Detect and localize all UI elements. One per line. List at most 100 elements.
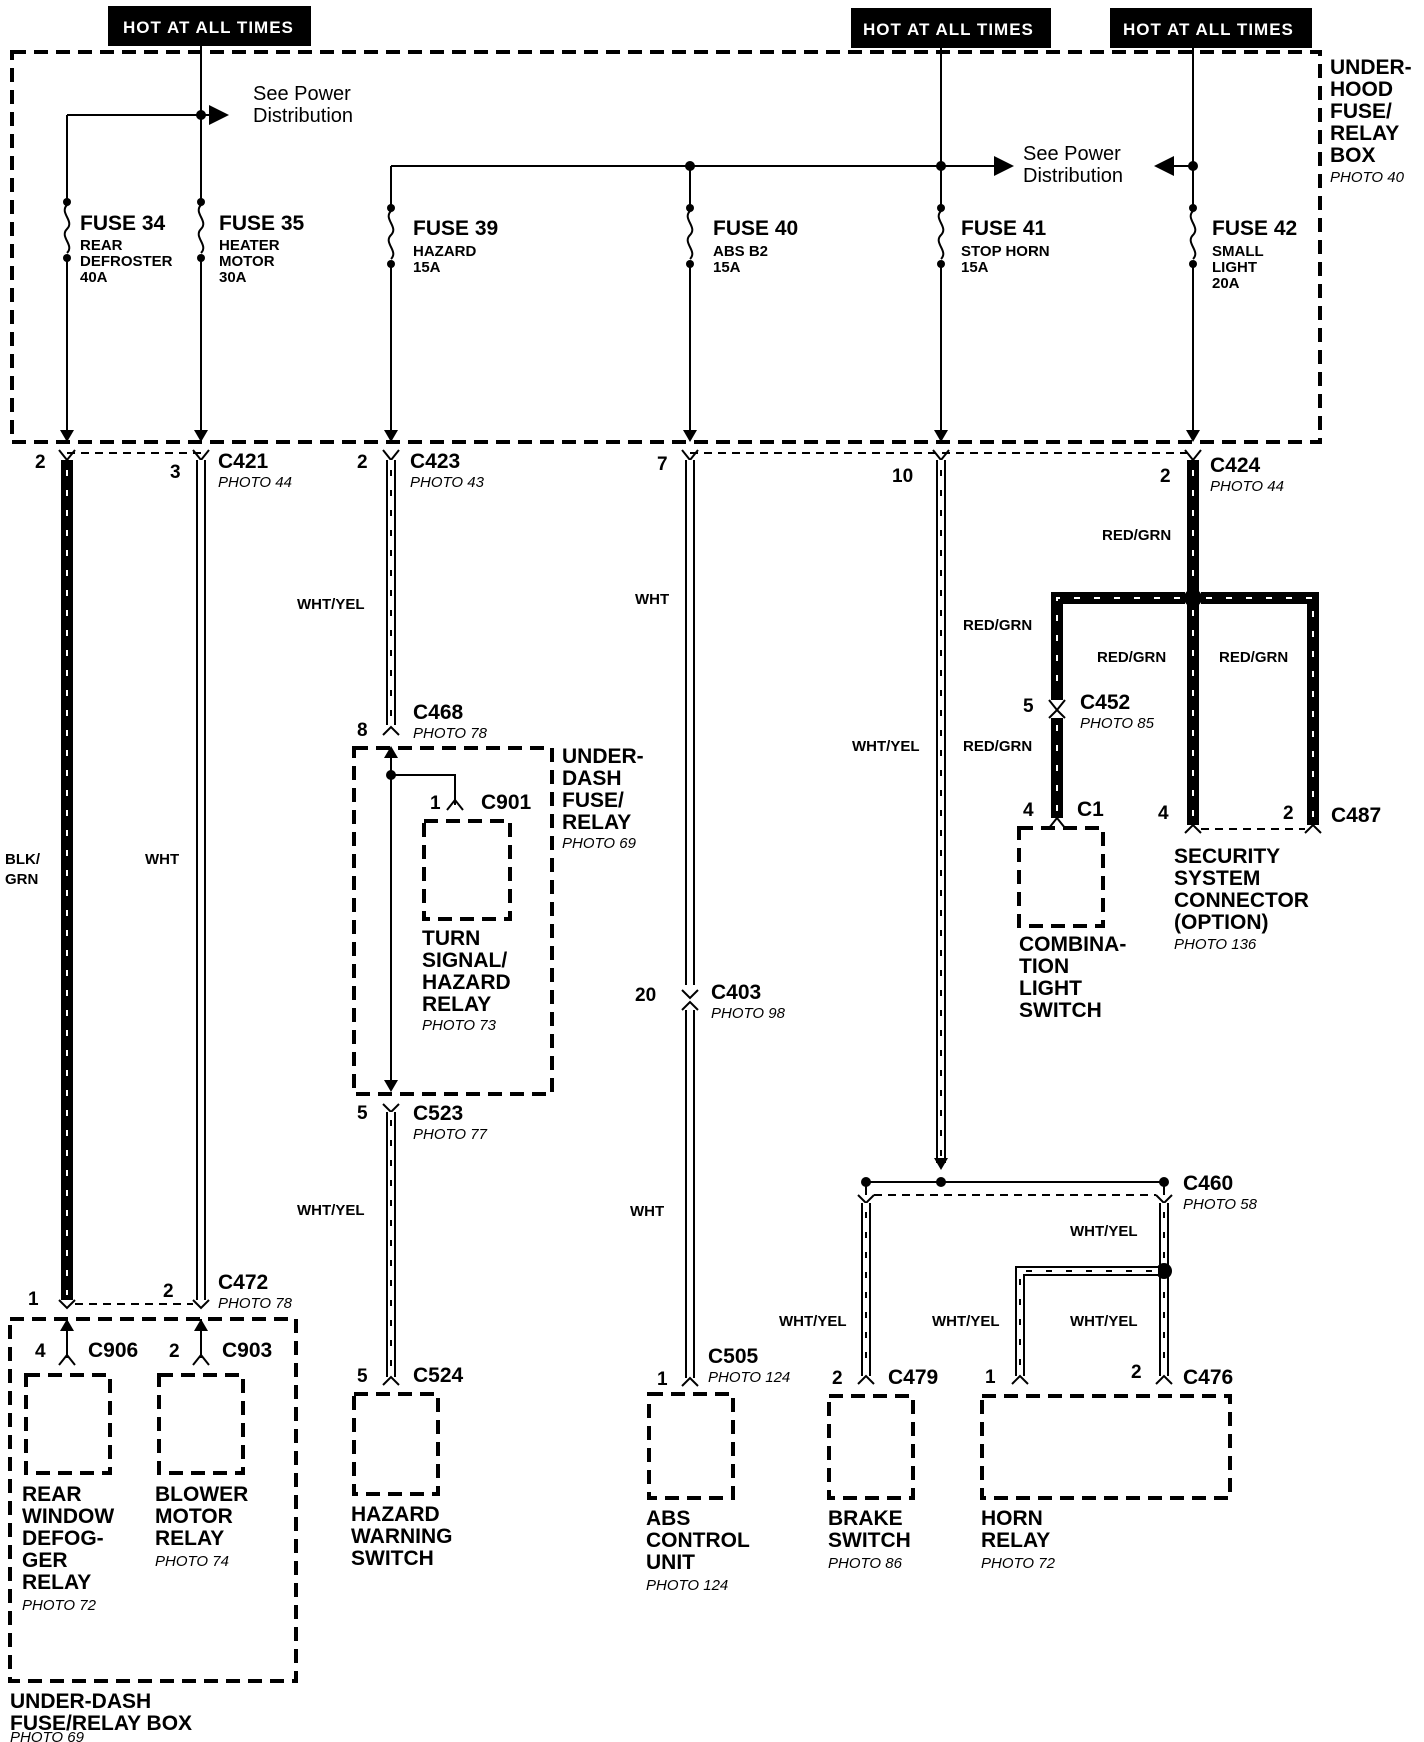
fuse-42: FUSE 42 SMALL LIGHT 20A xyxy=(1186,204,1297,292)
wht-yel-label-6: WHT/YEL xyxy=(1070,1313,1138,1330)
svg-text:PHOTO 73: PHOTO 73 xyxy=(422,1017,497,1034)
svg-text:SIGNAL/: SIGNAL/ xyxy=(422,949,507,972)
c901-id: C901 xyxy=(481,791,532,814)
svg-text:15A: 15A xyxy=(713,259,741,276)
svg-text:PHOTO 86: PHOTO 86 xyxy=(828,1555,903,1572)
wht-yel-label-1: WHT/YEL xyxy=(297,596,365,613)
svg-text:REAR: REAR xyxy=(80,237,123,254)
svg-text:LIGHT: LIGHT xyxy=(1019,977,1082,1000)
svg-text:Distribution: Distribution xyxy=(253,105,353,127)
underdash-box-label: UNDER-DASH FUSE/RELAY BOX PHOTO 69 xyxy=(10,1690,192,1742)
c452-id: C452 xyxy=(1080,691,1130,714)
c903-id: C903 xyxy=(222,1339,272,1362)
c424-id: C424 xyxy=(1210,454,1261,477)
c421-id: C421 xyxy=(218,450,269,473)
c472-pin-2: 2 xyxy=(163,1281,174,1302)
svg-text:ABS B2: ABS B2 xyxy=(713,243,768,260)
svg-text:COMBINA-: COMBINA- xyxy=(1019,933,1126,956)
svg-text:RELAY: RELAY xyxy=(1330,122,1399,145)
c524-id: C524 xyxy=(413,1364,464,1387)
red-grn-label-4: RED/GRN xyxy=(963,617,1032,634)
abs-control-unit-label: ABS CONTROL UNIT PHOTO 124 xyxy=(646,1507,750,1594)
red-grn-label-2: RED/GRN xyxy=(1097,649,1166,666)
svg-text:UNDER-DASH: UNDER-DASH xyxy=(10,1690,151,1713)
wht-yel-label-4: WHT/YEL xyxy=(779,1313,847,1330)
svg-text:FUSE 34: FUSE 34 xyxy=(80,212,166,235)
svg-text:DASH: DASH xyxy=(562,767,622,790)
security-system-connector-label: SECURITY SYSTEM CONNECTOR (OPTION) PHOTO… xyxy=(1174,845,1309,953)
abs-control-unit xyxy=(647,1392,735,1500)
c423-pin: 2 xyxy=(357,452,368,473)
svg-text:HOOD: HOOD xyxy=(1330,78,1393,101)
svg-text:HORN: HORN xyxy=(981,1507,1043,1530)
see-power-left: See Power Distribution xyxy=(253,83,353,127)
c1-pin: 4 xyxy=(1023,800,1034,821)
c476-pin-1: 1 xyxy=(985,1367,996,1388)
svg-text:WINDOW: WINDOW xyxy=(22,1505,114,1528)
c476-id: C476 xyxy=(1183,1366,1233,1389)
c479-pin: 2 xyxy=(832,1368,843,1389)
svg-text:See Power: See Power xyxy=(1023,143,1121,165)
hot-label-3: HOT AT ALL TIMES xyxy=(1110,8,1312,48)
svg-text:UNDER-: UNDER- xyxy=(1330,56,1412,79)
blower-motor-relay-label: BLOWER MOTOR RELAY PHOTO 74 xyxy=(155,1483,248,1570)
c523-pin: 5 xyxy=(357,1103,368,1124)
svg-text:UNDER-: UNDER- xyxy=(562,745,644,768)
combination-light-switch-label: COMBINA- TION LIGHT SWITCH xyxy=(1019,933,1126,1022)
red-grn-label-5: RED/GRN xyxy=(963,738,1032,755)
svg-text:SECURITY: SECURITY xyxy=(1174,845,1280,868)
svg-text:ABS: ABS xyxy=(646,1507,690,1530)
underdash-fuse-relay-label: UNDER- DASH FUSE/ RELAY PHOTO 69 xyxy=(562,745,644,852)
underhood-fuse-relay-box xyxy=(10,50,1322,444)
svg-text:CONTROL: CONTROL xyxy=(646,1529,750,1552)
svg-text:20A: 20A xyxy=(1212,275,1240,292)
c468-pin: 8 xyxy=(357,720,368,741)
svg-text:LIGHT: LIGHT xyxy=(1212,259,1257,276)
svg-text:SWITCH: SWITCH xyxy=(351,1547,434,1570)
c505-photo: PHOTO 124 xyxy=(708,1369,790,1386)
svg-text:PHOTO 69: PHOTO 69 xyxy=(562,835,637,852)
svg-text:HOT AT ALL TIMES: HOT AT ALL TIMES xyxy=(123,18,294,37)
svg-text:HAZARD: HAZARD xyxy=(413,243,476,260)
c487-id: C487 xyxy=(1331,804,1381,827)
see-power-right: See Power Distribution xyxy=(1023,143,1123,187)
svg-text:PHOTO 124: PHOTO 124 xyxy=(646,1577,728,1594)
underhood-box-label: UNDER- HOOD FUSE/ RELAY BOX PHOTO 40 xyxy=(1330,56,1412,186)
svg-text:FUSE/: FUSE/ xyxy=(562,789,624,812)
c906-pin: 4 xyxy=(35,1341,46,1362)
c505-pin: 1 xyxy=(657,1369,668,1390)
svg-text:PHOTO 72: PHOTO 72 xyxy=(981,1555,1056,1572)
c472-pin-1: 1 xyxy=(28,1289,39,1310)
svg-text:GRN: GRN xyxy=(5,871,38,888)
svg-text:RELAY: RELAY xyxy=(22,1571,91,1594)
hot-label-2: HOT AT ALL TIMES xyxy=(851,8,1051,48)
c487-pin-4: 4 xyxy=(1158,803,1169,824)
blower-motor-relay xyxy=(157,1373,245,1475)
brake-switch-label: BRAKE SWITCH PHOTO 86 xyxy=(828,1507,911,1572)
svg-text:FUSE 39: FUSE 39 xyxy=(413,217,498,240)
svg-text:PHOTO 136: PHOTO 136 xyxy=(1174,936,1257,953)
c403-pin: 20 xyxy=(635,985,656,1006)
svg-text:Distribution: Distribution xyxy=(1023,165,1123,187)
wht-label-3: WHT xyxy=(630,1203,664,1220)
c468-id: C468 xyxy=(413,701,464,724)
svg-text:FUSE 35: FUSE 35 xyxy=(219,212,305,235)
horn-relay-label: HORN RELAY PHOTO 72 xyxy=(981,1507,1056,1572)
c421-pin-2: 2 xyxy=(35,452,46,473)
c452-pin: 5 xyxy=(1023,696,1034,717)
fuse-41: FUSE 41 STOP HORN 15A xyxy=(934,204,1050,276)
c403-id: C403 xyxy=(711,981,761,1004)
svg-text:30A: 30A xyxy=(219,269,247,286)
fuse-40: FUSE 40 ABS B2 15A xyxy=(683,204,798,276)
svg-text:SMALL: SMALL xyxy=(1212,243,1264,260)
pin-10: 10 xyxy=(892,466,913,487)
fuse-39: FUSE 39 HAZARD 15A xyxy=(384,204,498,276)
turn-signal-relay-label: TURN SIGNAL/ HAZARD RELAY PHOTO 73 xyxy=(422,927,511,1034)
c472-photo: PHOTO 78 xyxy=(218,1295,293,1312)
c423-id: C423 xyxy=(410,450,460,473)
red-grn-label-3: RED/GRN xyxy=(1219,649,1288,666)
svg-text:TURN: TURN xyxy=(422,927,480,950)
svg-text:MOTOR: MOTOR xyxy=(219,253,275,270)
svg-text:GER: GER xyxy=(22,1549,68,1572)
c523-id: C523 xyxy=(413,1102,463,1125)
